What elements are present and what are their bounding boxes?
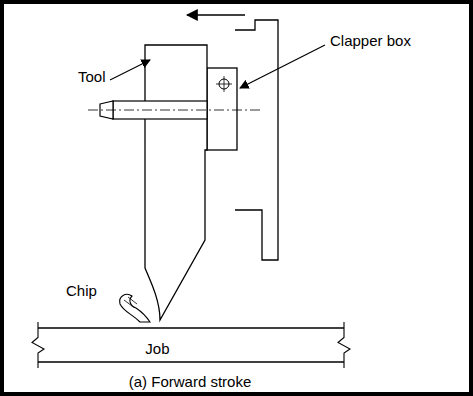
figure-caption: (a) Forward stroke xyxy=(129,373,252,390)
job-block: Job xyxy=(28,320,354,370)
tool-head xyxy=(235,20,278,260)
part-label: Chip xyxy=(66,282,97,299)
cutting-tool xyxy=(145,45,207,320)
center-line xyxy=(88,110,262,111)
clapper-leader xyxy=(240,45,325,88)
job-label: Job xyxy=(145,340,169,357)
direction-arrow xyxy=(187,14,245,16)
part-label: Clapper box xyxy=(330,32,411,49)
chip xyxy=(120,294,150,322)
tool-leader xyxy=(110,60,150,80)
clapper-box xyxy=(207,68,237,150)
part-label: Tool xyxy=(78,68,106,85)
job-outline xyxy=(28,320,354,370)
